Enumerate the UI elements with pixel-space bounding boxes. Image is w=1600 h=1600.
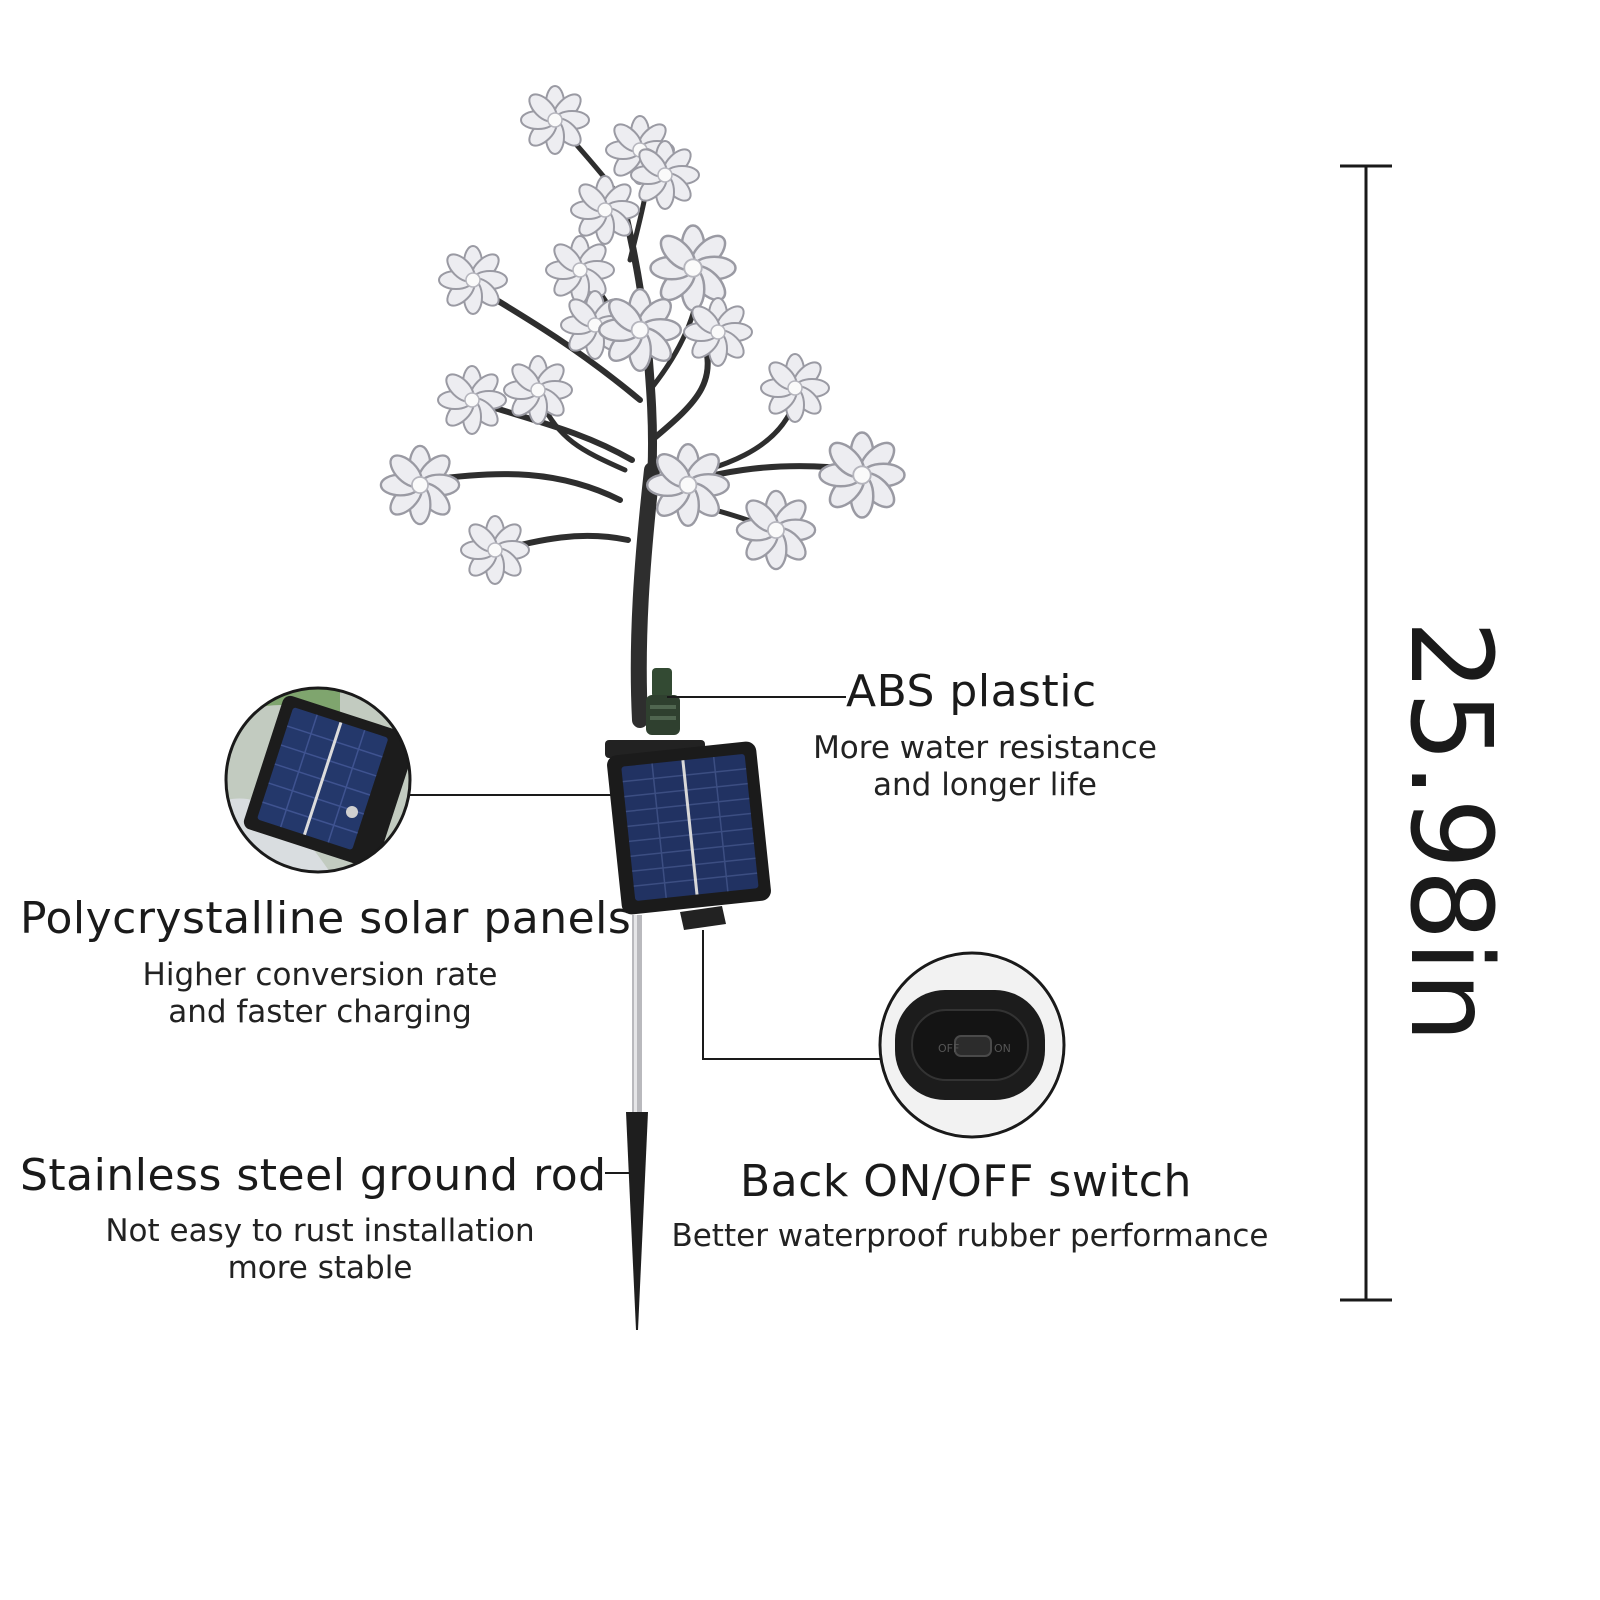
- height-dimension-text: 25.98in: [1385, 620, 1515, 1043]
- height-dimension-line: [1340, 164, 1392, 1302]
- abs-plastic-title: ABS plastic: [846, 666, 1097, 717]
- abs-plastic-line-1: More water resistance: [813, 730, 1157, 766]
- abs-plastic-line-2: and longer life: [873, 767, 1097, 803]
- ground-rod-title: Stainless steel ground rod: [20, 1150, 607, 1201]
- switch-detail-circle: OFF ON: [878, 951, 1066, 1139]
- switch-line-1: Better waterproof rubber performance: [671, 1218, 1269, 1254]
- ground-rod-line-2: more stable: [227, 1250, 413, 1286]
- solar-panels-line-2: and faster charging: [168, 994, 472, 1030]
- solar-detail-circle: [224, 686, 412, 874]
- solar-panels-title: Polycrystalline solar panels: [20, 893, 632, 944]
- solar-panel: [607, 741, 771, 930]
- ground-rod: [626, 915, 648, 1330]
- ground-rod-line-1: Not easy to rust installation: [105, 1213, 535, 1249]
- switch-title: Back ON/OFF switch: [740, 1156, 1192, 1207]
- abs-connector: [605, 668, 705, 758]
- callout-lines: [408, 696, 882, 1174]
- switch-off-text: OFF: [938, 1042, 959, 1055]
- switch-on-text: ON: [994, 1042, 1011, 1055]
- solar-panels-line-1: Higher conversion rate: [142, 957, 498, 993]
